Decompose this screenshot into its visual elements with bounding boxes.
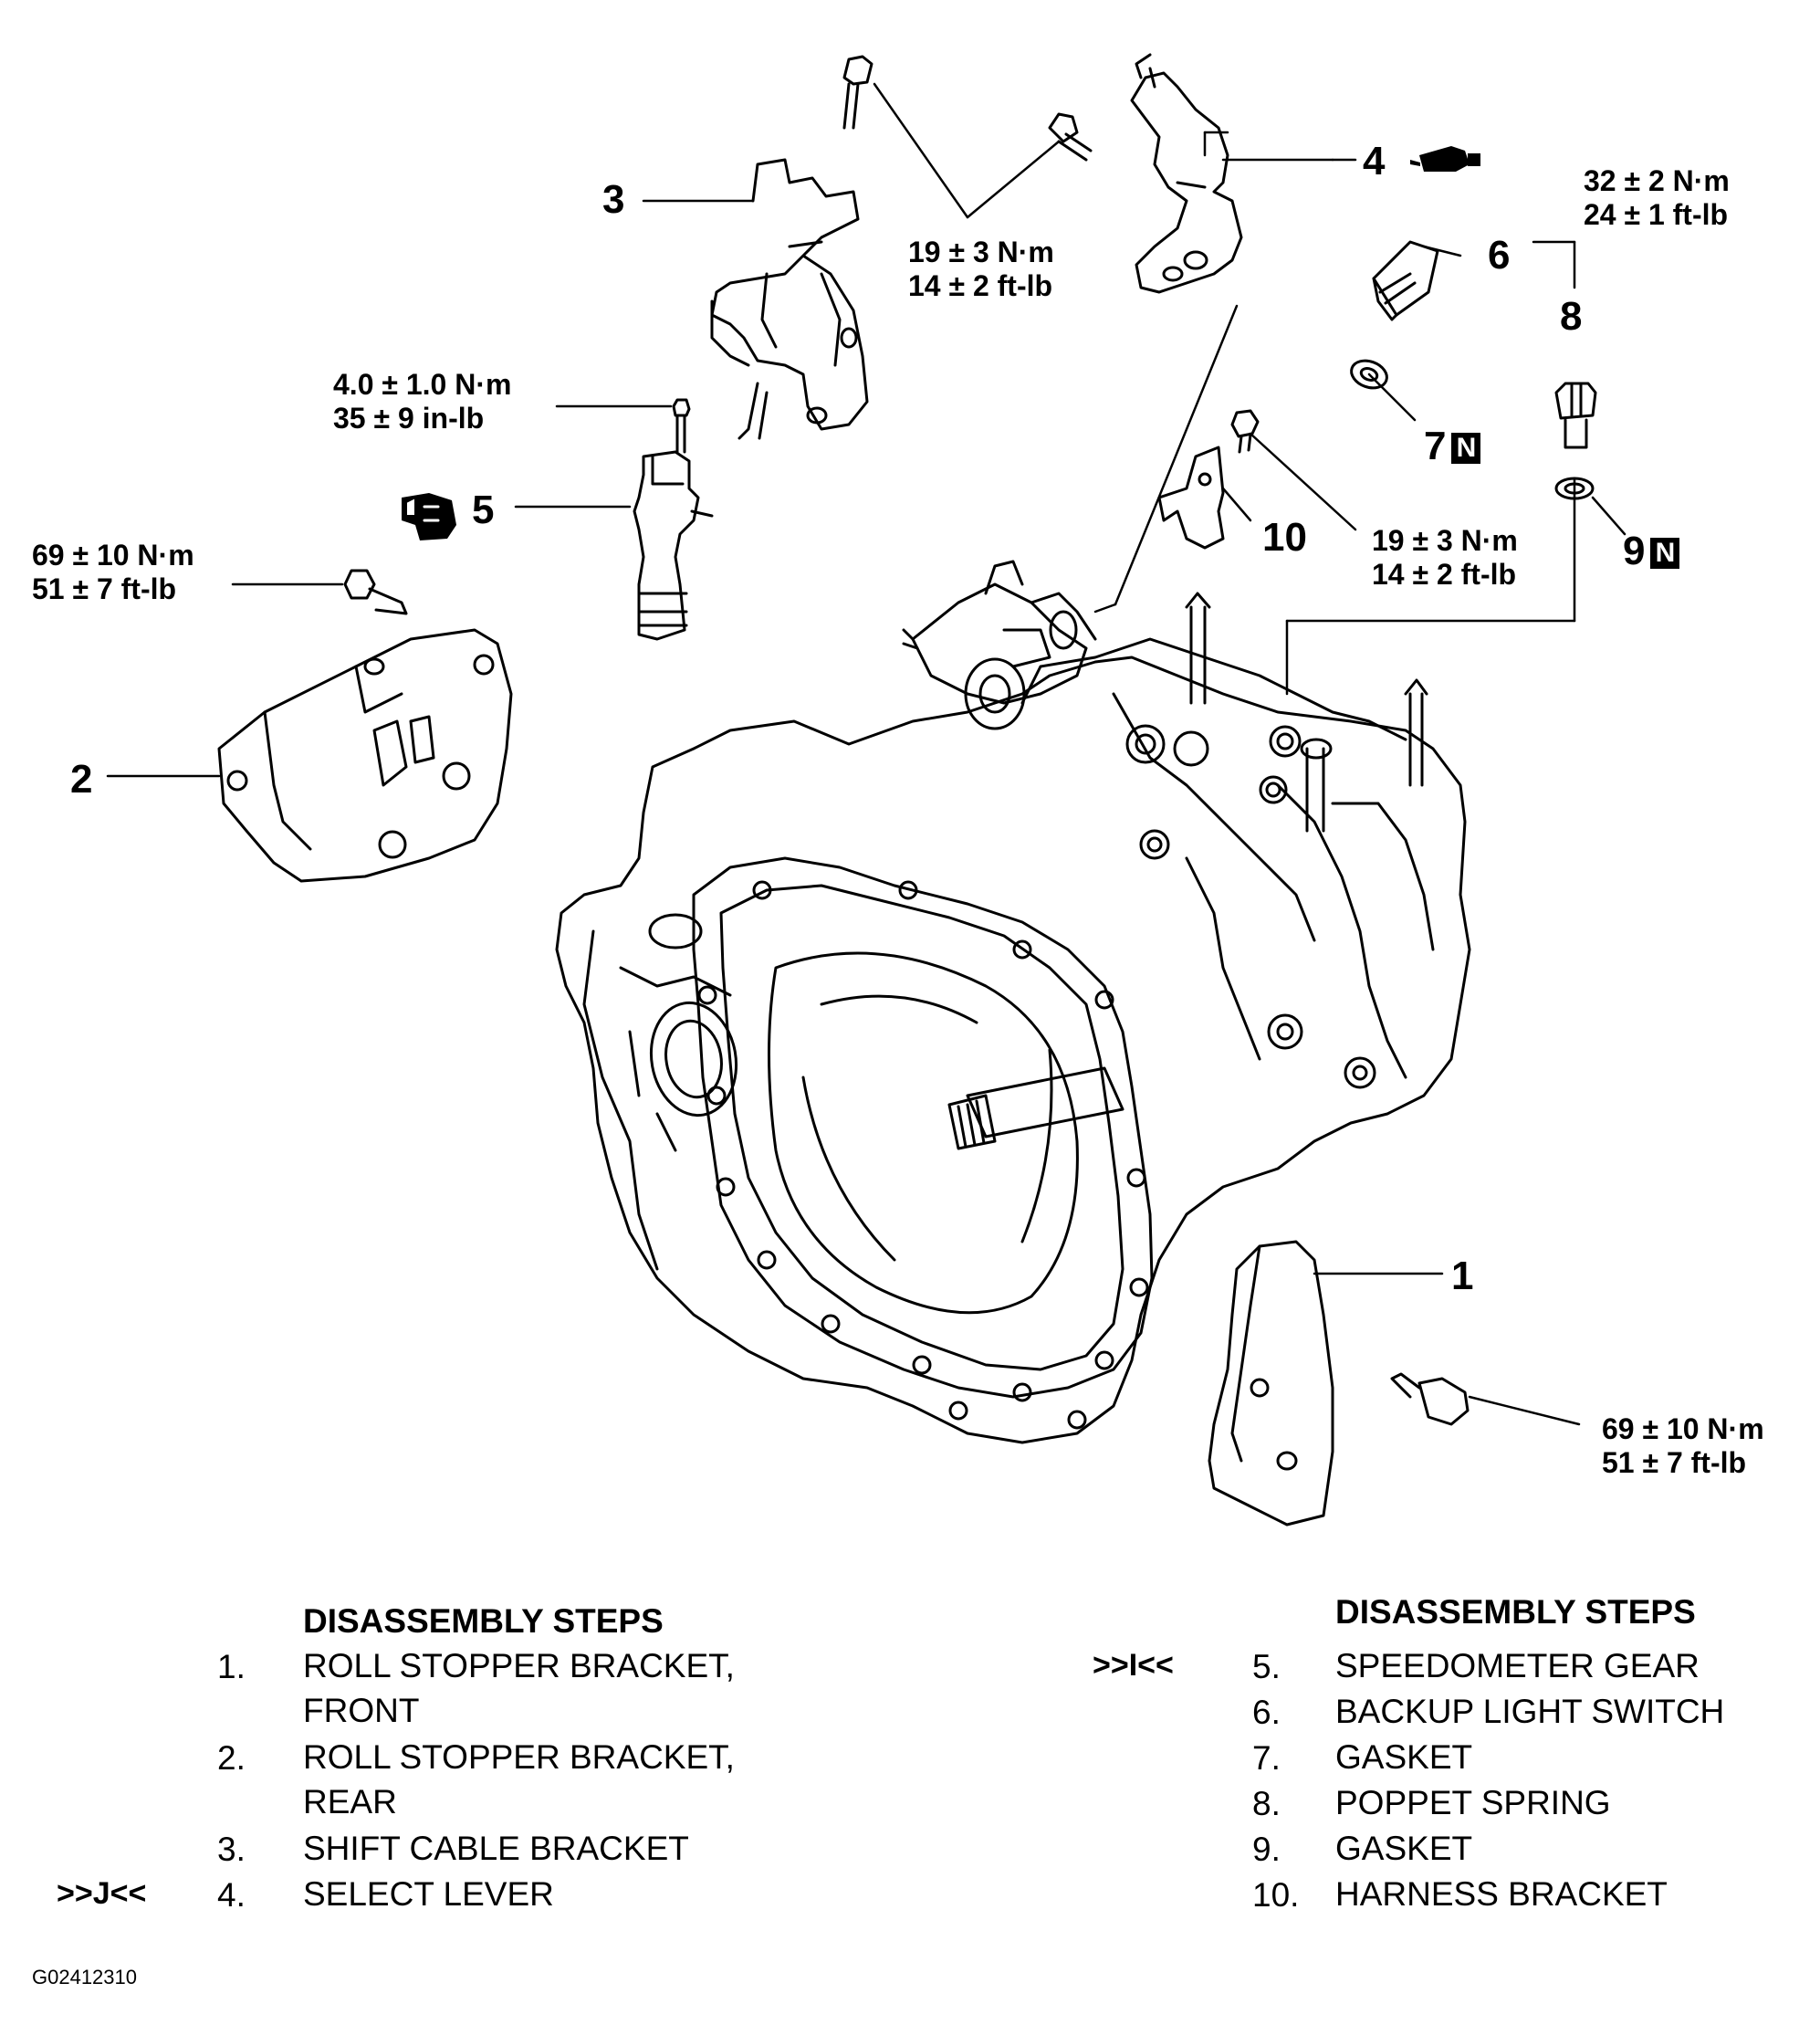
step-text-line1: HARNESS BRACKET [1335, 1875, 1668, 1913]
steps-left-header: DISASSEMBLY STEPS [303, 1602, 664, 1640]
step-number: 8. [1252, 1785, 1281, 1822]
step-number: 3. [217, 1831, 246, 1868]
bolt-shift-bracket-b [1048, 112, 1093, 162]
callout-8: 8 [1560, 294, 1583, 339]
torque-rear-bracket: 69 ± 10 N·m 51 ± 7 ft-lb [32, 539, 194, 606]
step-text-line1: SELECT LEVER [303, 1875, 554, 1913]
callout-10: 10 [1262, 515, 1307, 560]
torque-ft: 51 ± 7 ft-lb [32, 572, 177, 605]
torque-ft: 35 ± 9 in-lb [333, 402, 485, 435]
gasket-9-inner [1564, 482, 1585, 495]
step-text-line1: BACKUP LIGHT SWITCH [1335, 1693, 1725, 1730]
step-number: 9. [1252, 1831, 1281, 1868]
harness-bracket-part [1157, 446, 1225, 550]
callout-5: 5 [472, 488, 495, 532]
callout-3: 3 [602, 177, 625, 222]
poppet-spring-part [1554, 382, 1597, 449]
step-text-line1: GASKET [1335, 1738, 1473, 1776]
select-lever-part [1130, 53, 1243, 294]
speedometer-gear-part [633, 450, 714, 641]
new-part-icon-2: N [1650, 538, 1680, 570]
torque-speedometer: 4.0 ± 1.0 N·m 35 ± 9 in-lb [333, 368, 511, 435]
torque-nm: 32 ± 2 N·m [1584, 164, 1730, 197]
bolt-shift-bracket-a [842, 55, 873, 130]
step-number: 4. [217, 1876, 246, 1914]
gasket-7-part [1350, 359, 1388, 390]
step-reference-mark: >>J<< [57, 1876, 147, 1911]
new-part-icon: N [1451, 433, 1481, 465]
gasket-7-inner [1359, 367, 1379, 382]
callout-7-number: 7 [1424, 424, 1447, 468]
step-reference-mark: >>I<< [1093, 1648, 1174, 1683]
shift-mechanism [902, 560, 1097, 730]
callout-6: 6 [1488, 233, 1511, 278]
shift-cable-bracket-part [710, 158, 869, 440]
torque-harness-bracket: 19 ± 3 N·m 14 ± 2 ft-lb [1372, 524, 1518, 592]
torque-nm: 69 ± 10 N·m [32, 539, 194, 572]
torque-nm: 69 ± 10 N·m [1602, 1412, 1764, 1445]
callout-2: 2 [70, 757, 93, 802]
torque-nm: 19 ± 3 N·m [908, 236, 1054, 268]
bolt-front-bracket [1390, 1372, 1470, 1426]
backup-light-switch-part [1372, 240, 1439, 321]
step-number: 10. [1252, 1876, 1300, 1914]
torque-front-bracket: 69 ± 10 N·m 51 ± 7 ft-lb [1602, 1412, 1764, 1480]
step-text-line1: ROLL STOPPER BRACKET, [303, 1647, 735, 1684]
callout-9-number: 9 [1623, 529, 1646, 573]
step-number: 1. [217, 1648, 246, 1685]
torque-ft: 24 ± 1 ft-lb [1584, 198, 1729, 231]
torque-backup-switch: 32 ± 2 N·m 24 ± 1 ft-lb [1584, 164, 1730, 232]
step-text-line1: ROLL STOPPER BRACKET, [303, 1738, 735, 1776]
step-text-line2: REAR [303, 1783, 397, 1820]
roll-stopper-bracket-rear-part [217, 628, 513, 883]
bolt-harness-bracket [1230, 409, 1260, 454]
case-studs [1125, 592, 1428, 1089]
callout-1: 1 [1451, 1254, 1474, 1298]
apply-sealant-icon [402, 493, 456, 540]
step-number: 5. [1252, 1648, 1281, 1685]
step-number: 2. [217, 1739, 246, 1777]
step-text-line1: POPPET SPRING [1335, 1784, 1611, 1821]
roll-stopper-bracket-front-part [1208, 1240, 1334, 1527]
transaxle-case [555, 560, 1471, 1444]
figure-code: G02412310 [32, 1966, 137, 1988]
gasket-9-part [1554, 477, 1595, 500]
step-text-line1: SPEEDOMETER GEAR [1335, 1647, 1700, 1684]
steps-right-header: DISASSEMBLY STEPS [1335, 1593, 1696, 1631]
step-text-line1: SHIFT CABLE BRACKET [303, 1830, 689, 1867]
torque-nm: 19 ± 3 N·m [1372, 524, 1518, 557]
torque-ft: 14 ± 2 ft-lb [908, 269, 1053, 302]
bolt-speedometer [672, 398, 691, 454]
bolt-rear-bracket [343, 569, 408, 615]
torque-shift-bracket: 19 ± 3 N·m 14 ± 2 ft-lb [908, 236, 1054, 303]
torque-ft: 51 ± 7 ft-lb [1602, 1446, 1747, 1479]
callout-4: 4 [1363, 139, 1386, 184]
flange-bolt-holes [697, 880, 1149, 1430]
step-text-line1: GASKET [1335, 1830, 1473, 1867]
torque-ft: 14 ± 2 ft-lb [1372, 558, 1517, 591]
grease-icon [1410, 146, 1480, 172]
leader-lines [106, 82, 1626, 1426]
torque-nm: 4.0 ± 1.0 N·m [333, 368, 512, 401]
step-text-line2: FRONT [303, 1692, 420, 1729]
step-number: 6. [1252, 1694, 1281, 1731]
step-number: 7. [1252, 1739, 1281, 1777]
